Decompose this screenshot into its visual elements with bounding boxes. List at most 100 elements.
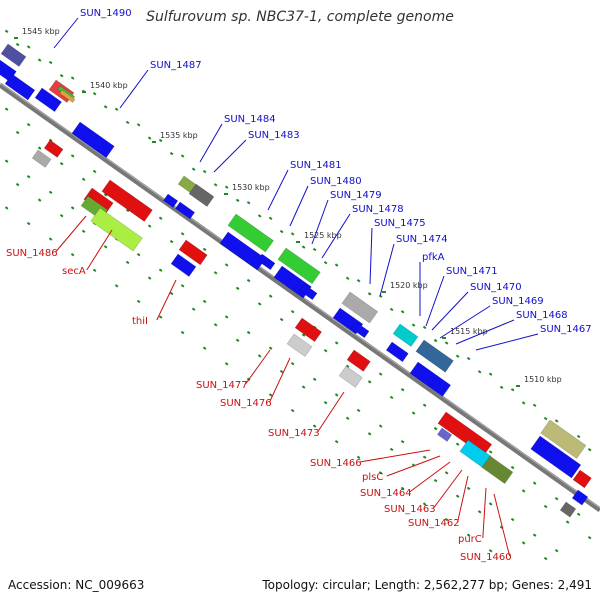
leader-line [493,493,511,557]
track-dot [147,136,152,140]
leader-line [119,69,149,109]
track-dot [103,193,108,197]
gene-feature [415,339,454,373]
genome-backbone [0,82,600,513]
track-dot [169,239,174,244]
track-dot [180,330,185,335]
gene-label-forward: SUN_1471 [446,266,498,277]
gene-label-forward: SUN_1487 [150,60,202,71]
track-dot [70,76,75,80]
leader-line [482,487,487,539]
track-dot [543,556,548,561]
track-dot [4,159,9,163]
gene-label-forward: SUN_1484 [224,114,276,125]
track-dot [521,541,526,545]
track-dot [246,330,251,335]
track-dot [411,411,416,415]
gene-feature [299,283,318,301]
track-dot [532,403,537,408]
gene-feature [277,247,321,285]
track-dot [4,206,9,210]
gene-label-reverse: SUN_1464 [360,488,412,499]
gene-label-reverse: SUN_1460 [460,552,512,563]
scale-label: 1525 kbp [304,231,342,240]
track-dot [444,471,449,475]
track-dot [290,408,295,413]
gene-features [0,43,592,518]
gene-feature [71,121,115,159]
track-dot [554,419,559,423]
track-dot [158,268,163,272]
track-dot [59,74,64,78]
track-dot [323,261,328,265]
track-dot [59,162,64,166]
topology-text: Topology: circular; Length: 2,562,277 bp… [262,578,592,592]
track-dot [312,424,317,428]
track-dot [488,549,493,553]
track-dot [48,60,53,65]
scale-label: 1510 kbp [524,375,562,384]
track-dot [389,307,394,312]
track-dot [367,292,372,296]
track-dot [158,315,163,319]
track-dot [224,315,229,319]
leader-line [269,357,291,403]
gene-feature [170,253,197,277]
track-dot [510,465,515,470]
track-dot [356,408,361,413]
gene-feature [481,455,514,484]
track-dot [345,276,350,280]
gene-feature [571,489,589,506]
track-dot [15,182,20,187]
gene-feature [294,317,322,343]
track-dot [224,263,229,267]
track-dot [400,486,405,491]
track-dot [422,455,427,459]
track-dot [235,338,240,343]
track-dot [125,208,130,213]
track-dot [378,471,383,475]
track-dot [169,291,174,296]
track-dot [92,169,97,174]
gene-label-reverse: SUN_1463 [384,504,436,515]
track-dot [334,263,339,267]
track-dot [521,401,526,405]
dot-tracks [4,29,592,561]
track-dot [158,216,163,220]
gene-feature [392,323,419,347]
track-dot [26,123,31,127]
track-dot [202,169,207,174]
gene-label-forward: SUN_1470 [470,282,522,293]
leader-line [439,305,491,339]
gene-feature [341,291,379,324]
gene-label-forward: SUN_1475 [374,218,426,229]
track-dot [147,276,152,280]
track-dot [532,481,537,485]
track-dot [15,42,20,47]
track-dot [213,323,218,327]
leader-line [321,213,351,259]
track-dot [4,29,9,34]
track-dot [488,372,493,376]
track-dot [191,307,196,311]
accession-text: Accession: NC_009663 [8,578,145,592]
track-dot [345,364,350,368]
track-dot [70,206,75,210]
scale-tick [224,193,228,195]
track-dot [334,341,339,345]
gene-feature [530,435,582,479]
scale-tick [382,291,386,293]
gene-label-reverse: purC [458,534,482,545]
track-dot [59,214,64,218]
leader-line [55,215,87,253]
track-dot [543,416,548,421]
scale-label: 1530 kbp [232,183,270,192]
gene-feature [101,179,153,222]
track-dot [587,448,592,452]
track-dot [235,198,240,203]
track-dot [422,502,427,506]
track-dot [213,271,218,275]
track-dot [400,439,405,444]
gene-feature [559,501,577,518]
